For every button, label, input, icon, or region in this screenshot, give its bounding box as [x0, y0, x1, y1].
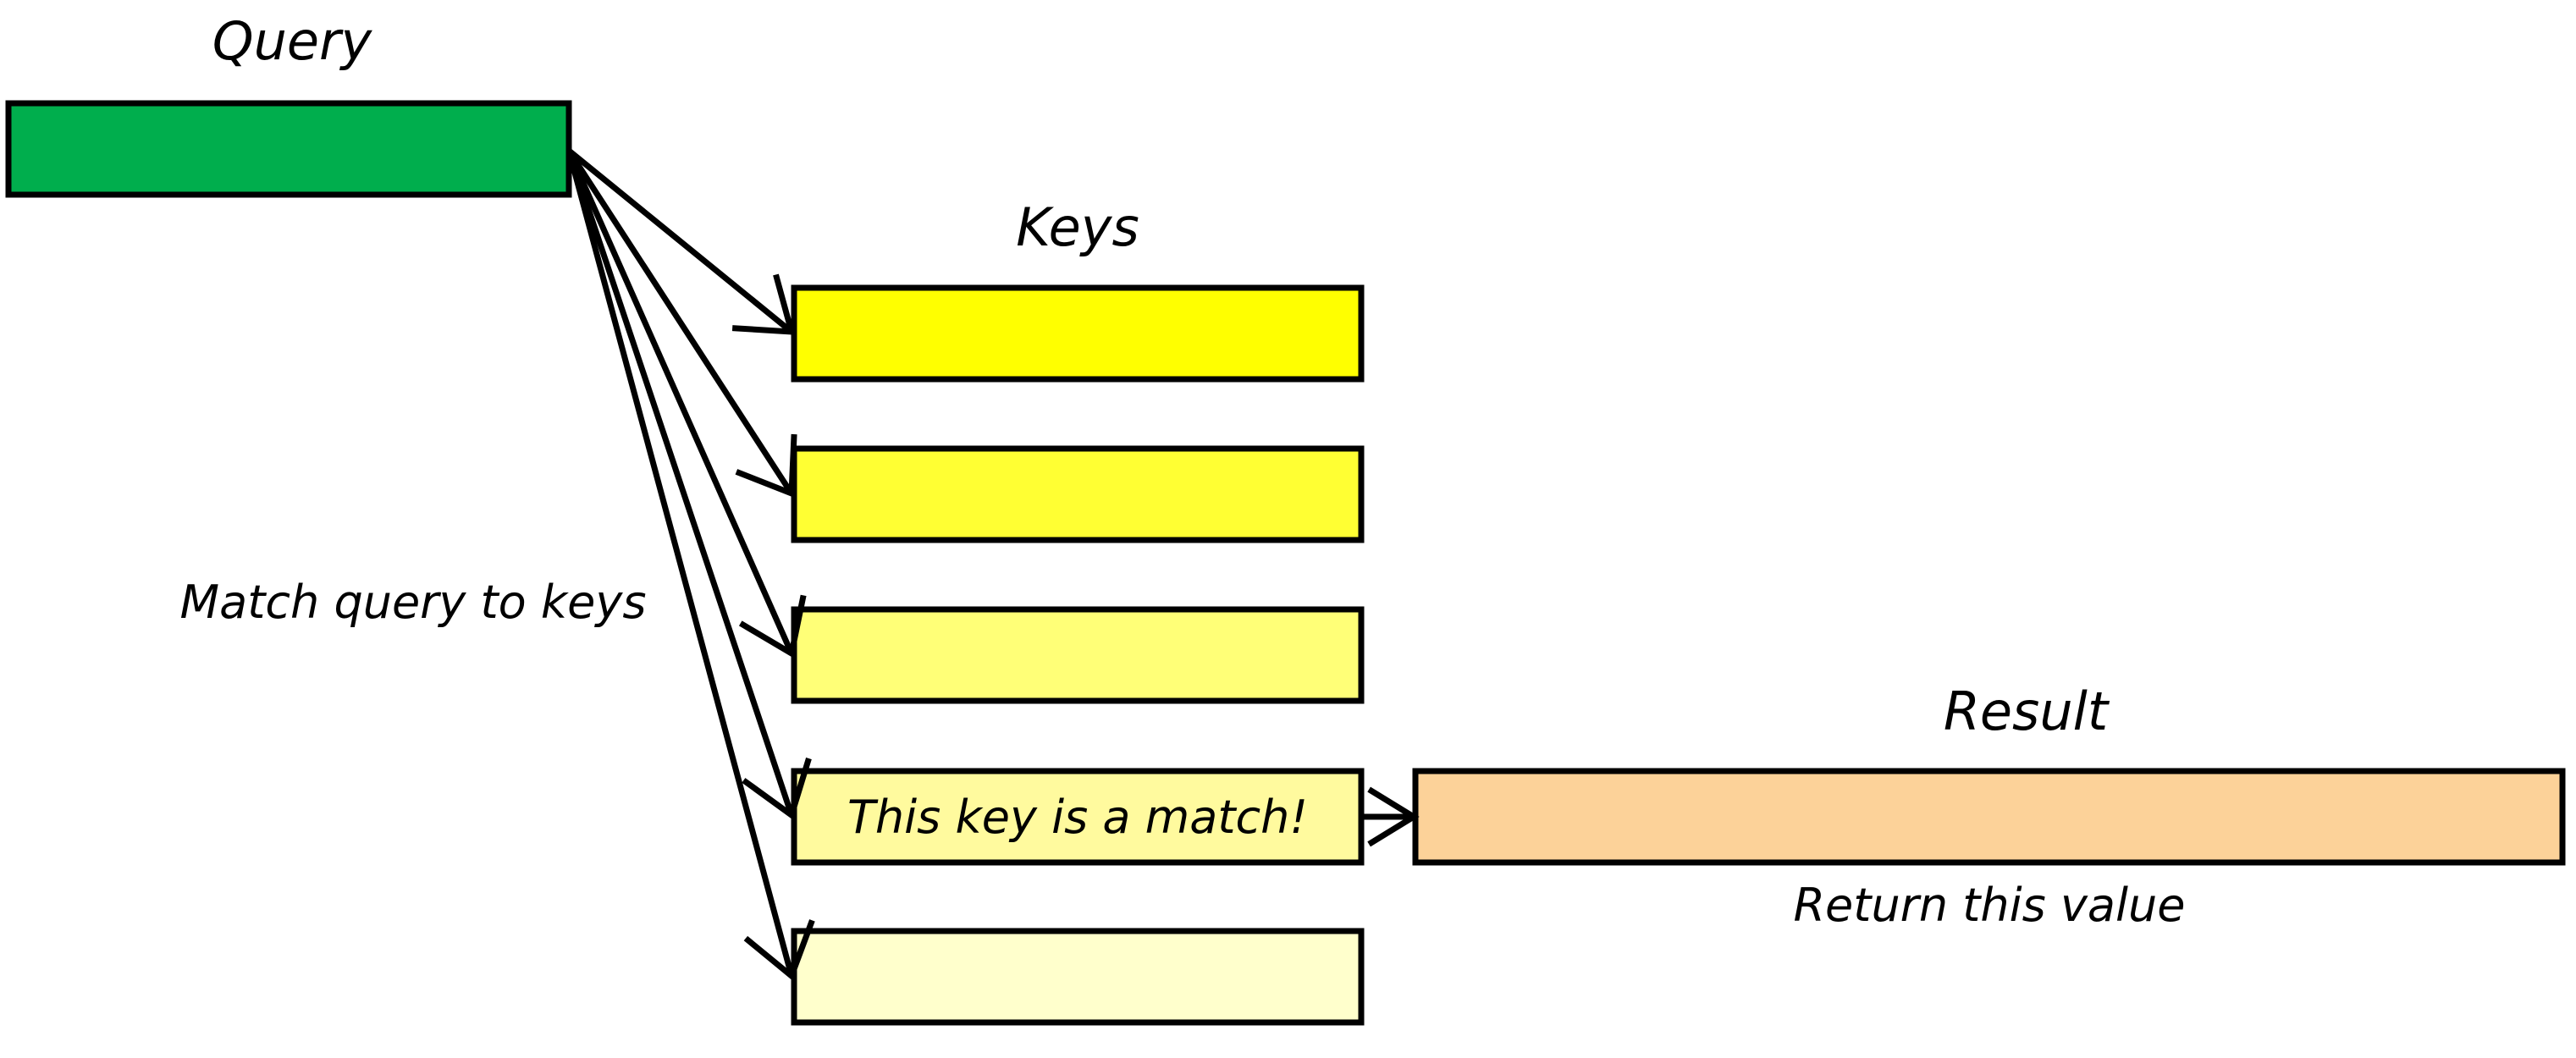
connector-query-to-key-4 — [565, 149, 795, 817]
query-label: Query — [212, 10, 373, 72]
arrowhead-key-1 — [731, 273, 796, 335]
result-label: Result — [1944, 681, 2110, 742]
match-query-to-keys-annotation: Match query to keys — [180, 576, 647, 629]
arrowhead-key-2 — [735, 433, 797, 499]
key-box-4-match-label: This key is a match! — [847, 791, 1308, 844]
connector-query-to-key-2 — [566, 149, 794, 495]
arrowhead-key-4 — [742, 758, 812, 820]
key-box-3 — [791, 606, 1365, 704]
arrowhead-result — [1367, 786, 1420, 847]
arrowhead-key-3 — [738, 594, 807, 658]
arrowhead-key-5 — [743, 919, 815, 981]
connector-query-to-key-1 — [566, 148, 794, 334]
query-box — [5, 100, 572, 198]
key-box-1 — [791, 284, 1365, 383]
result-box — [1412, 768, 2566, 866]
connector-query-to-key-5 — [565, 150, 795, 977]
connector-query-to-key-3 — [565, 149, 795, 655]
keys-label: Keys — [1016, 196, 1139, 258]
key-box-5 — [791, 928, 1365, 1026]
key-box-2 — [791, 445, 1365, 543]
return-this-value-annotation: Return this value — [1794, 879, 2186, 932]
